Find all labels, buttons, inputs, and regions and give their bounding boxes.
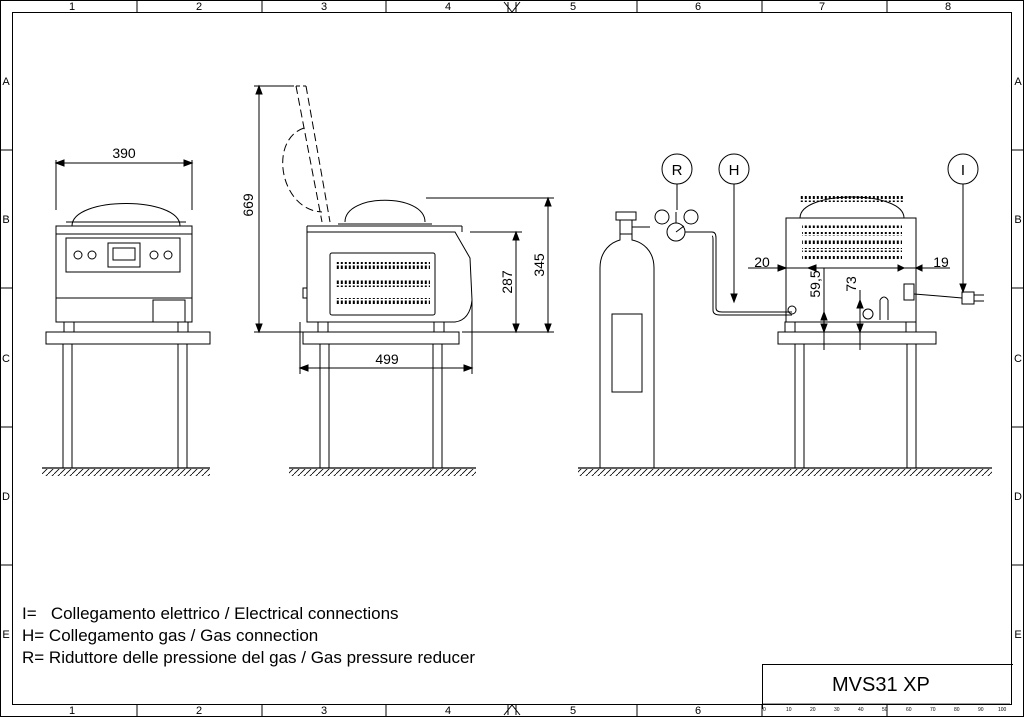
row-label: E: [2, 629, 9, 641]
scale-tick: 40: [858, 707, 864, 713]
dimension-total-height: 345: [531, 253, 547, 277]
callout-reducer: R: [672, 162, 683, 179]
dimension-body-height: 287: [499, 270, 515, 294]
row-label: C: [2, 353, 10, 365]
dimension-open-height: 669: [240, 193, 256, 217]
row-label: C: [1014, 353, 1022, 365]
side-view: [254, 84, 554, 469]
row-label: B: [2, 214, 9, 226]
scale-tick: 50: [882, 707, 888, 713]
row-label: B: [1014, 214, 1021, 226]
row-label: D: [1014, 491, 1022, 503]
scale-ticks: 0 10 20 30 40 50 60 70 80 90 100: [763, 707, 1007, 713]
column-label: 3: [321, 705, 327, 717]
scale-tick: 0: [763, 707, 766, 713]
dimension-depth: 499: [375, 351, 399, 367]
column-label: 6: [695, 1, 701, 13]
callouts: [661, 153, 979, 304]
scale-tick: 80: [954, 707, 960, 713]
scale-tick: 10: [786, 707, 792, 713]
floor-lines: [42, 467, 992, 476]
column-label: 7: [819, 1, 825, 13]
column-label: 4: [445, 705, 451, 717]
column-label: 5: [570, 1, 576, 13]
column-label: 6: [695, 705, 701, 717]
gas-bottle: [599, 211, 655, 468]
scale-tick: 20: [810, 707, 816, 713]
column-label: 4: [445, 1, 451, 13]
dimension-front-width: 390: [112, 145, 136, 161]
legend-gas: H= Collegamento gas / Gas connection: [22, 626, 319, 645]
column-label: 5: [570, 705, 576, 717]
pressure-reducer: [654, 209, 792, 316]
rear-view: [748, 196, 984, 469]
front-view: [45, 159, 211, 469]
row-label: E: [1014, 629, 1021, 641]
column-label: 1: [69, 1, 75, 13]
row-label: A: [2, 76, 10, 88]
scale-tick: 90: [978, 707, 984, 713]
scale-tick: 60: [906, 707, 912, 713]
title-block: [762, 664, 1013, 709]
column-label: 2: [196, 705, 202, 717]
model-name: MVS31 XP: [832, 674, 930, 696]
legend-reducer: R= Riduttore delle pressione del gas / G…: [22, 648, 476, 667]
scale-tick: 100: [998, 707, 1007, 713]
scale-tick: 70: [930, 707, 936, 713]
column-label: 2: [196, 1, 202, 13]
dimension-gas-height: 59,5: [807, 270, 823, 297]
legend-electrical: I= Collegamento elettrico / Electrical c…: [22, 604, 399, 623]
callout-gas: H: [729, 162, 740, 179]
dimension-power-height: 73: [843, 276, 859, 292]
column-label: 3: [321, 1, 327, 13]
row-label: A: [1014, 76, 1022, 88]
column-labels-top: 1 2 3 4 5 6 7 8: [69, 1, 951, 13]
row-label: D: [2, 491, 10, 503]
scale-tick: 30: [834, 707, 840, 713]
column-label: 1: [69, 705, 75, 717]
callout-electric: I: [961, 162, 965, 179]
column-labels-bottom: 1 2 3 4 5 6: [69, 705, 701, 717]
dimension-rear-right: 19: [933, 254, 949, 270]
column-label: 8: [945, 1, 951, 13]
dimension-rear-left: 20: [754, 254, 770, 270]
row-labels: A B C D E A B C D E: [2, 76, 1022, 641]
